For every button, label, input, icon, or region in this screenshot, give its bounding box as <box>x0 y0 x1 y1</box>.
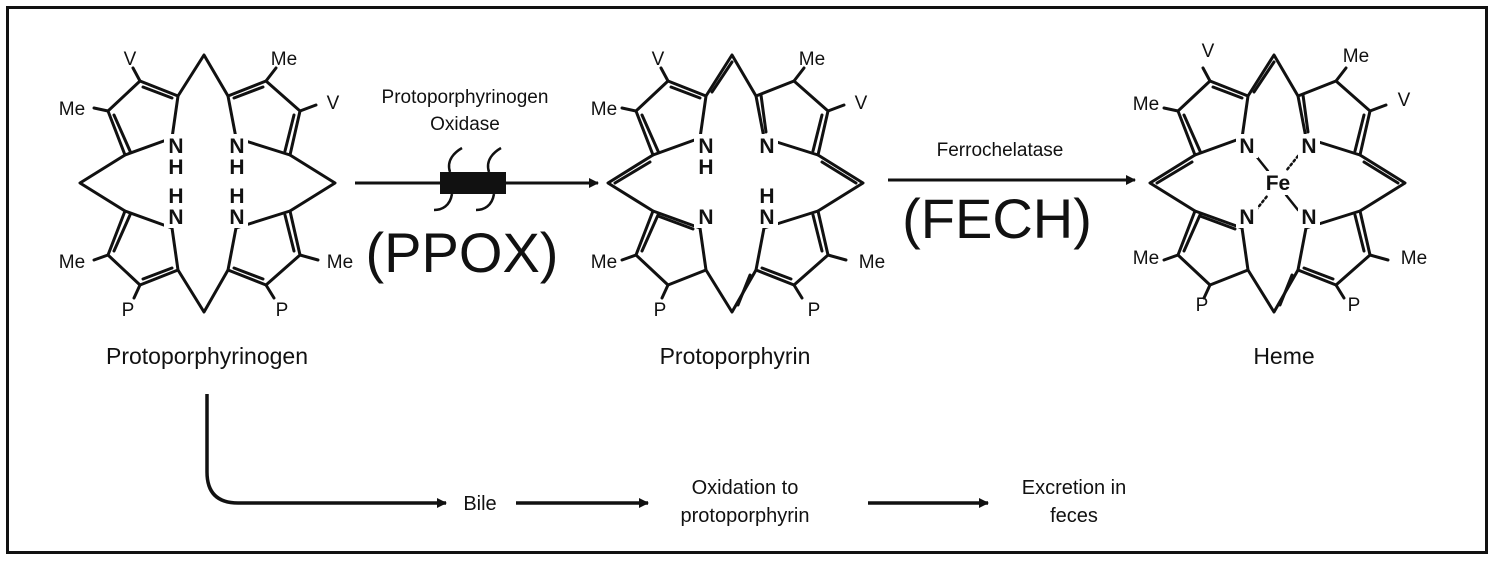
hydrogen-atom: H <box>229 156 244 179</box>
hydrogen-atom: H <box>168 185 183 208</box>
nitrogen-atom: N <box>168 135 183 158</box>
ppox-abbreviation: (PPOX) <box>366 221 559 284</box>
substituent-me: Me <box>59 252 85 273</box>
fech-abbreviation: (FECH) <box>902 187 1092 250</box>
substituent-p: P <box>654 300 667 321</box>
hydrogen-atom: H <box>698 156 713 179</box>
nitrogen-atom: N <box>1239 135 1254 158</box>
substituent-v: V <box>1398 90 1411 111</box>
substituent-v: V <box>652 49 665 70</box>
heme-labels: V Me V Me Me Me P P N N N N Fe Heme <box>1133 41 1427 369</box>
ppox-reaction-arrow <box>355 146 599 212</box>
substituent-me: Me <box>591 99 617 120</box>
substituent-me: Me <box>591 252 617 273</box>
nitrogen-atom: N <box>1301 135 1316 158</box>
nitrogen-atom: N <box>229 206 244 229</box>
substituent-me: Me <box>1401 248 1427 269</box>
hydrogen-atom: H <box>229 185 244 208</box>
substituent-me: Me <box>1133 94 1159 115</box>
protoporphyrinogen-structure <box>78 53 337 314</box>
substituent-p: P <box>122 300 135 321</box>
bile-label: Bile <box>463 493 496 515</box>
substituent-me: Me <box>59 99 85 120</box>
protoporphyrin-labels: V Me V Me Me Me P P N H N N H N Protopor… <box>591 49 885 369</box>
heme-structure <box>1148 53 1407 314</box>
substituent-me: Me <box>327 252 353 273</box>
ppox-name-line1: Protoporphyrinogen <box>382 87 549 108</box>
substituent-p: P <box>1348 295 1361 316</box>
substituent-v: V <box>327 93 340 114</box>
substituent-p: P <box>1196 295 1209 316</box>
heme-label: Heme <box>1253 343 1314 369</box>
protoporphyrin-structure <box>606 53 865 314</box>
substituent-me: Me <box>799 49 825 70</box>
oxidation-label-line1: Oxidation to <box>692 477 799 499</box>
oxidation-label-line2: protoporphyrin <box>681 505 810 527</box>
bile-pathway-arrow <box>205 394 447 508</box>
excretion-label-line1: Excretion in <box>1022 477 1127 499</box>
membrane-embedded-enzyme <box>440 172 506 194</box>
substituent-v: V <box>124 49 137 70</box>
substituent-v: V <box>855 93 868 114</box>
nitrogen-atom: N <box>229 135 244 158</box>
hydrogen-atom: H <box>168 156 183 179</box>
substituent-v: V <box>1202 41 1215 62</box>
iron-atom: Fe <box>1266 172 1291 195</box>
nitrogen-atom: N <box>759 206 774 229</box>
nitrogen-atom: N <box>698 206 713 229</box>
protoporphyrin-label: Protoporphyrin <box>660 343 811 369</box>
substituent-me: Me <box>271 49 297 70</box>
fech-name: Ferrochelatase <box>937 140 1064 161</box>
substituent-me: Me <box>1343 46 1369 67</box>
protoporphyrinogen-labels: V Me V Me Me Me P P N H N H H N H N Prot… <box>59 49 353 369</box>
excretion-label-line2: feces <box>1050 505 1098 527</box>
ppox-name-line2: Oxidase <box>430 114 500 135</box>
protoporphyrinogen-label: Protoporphyrinogen <box>106 343 308 369</box>
substituent-me: Me <box>1133 248 1159 269</box>
substituent-p: P <box>276 300 289 321</box>
hydrogen-atom: H <box>759 185 774 208</box>
nitrogen-atom: N <box>1301 206 1316 229</box>
substituent-p: P <box>808 300 821 321</box>
nitrogen-atom: N <box>168 206 183 229</box>
nitrogen-atom: N <box>1239 206 1254 229</box>
figure-border <box>6 6 1488 554</box>
nitrogen-atom: N <box>698 135 713 158</box>
substituent-me: Me <box>859 252 885 273</box>
nitrogen-atom: N <box>759 135 774 158</box>
